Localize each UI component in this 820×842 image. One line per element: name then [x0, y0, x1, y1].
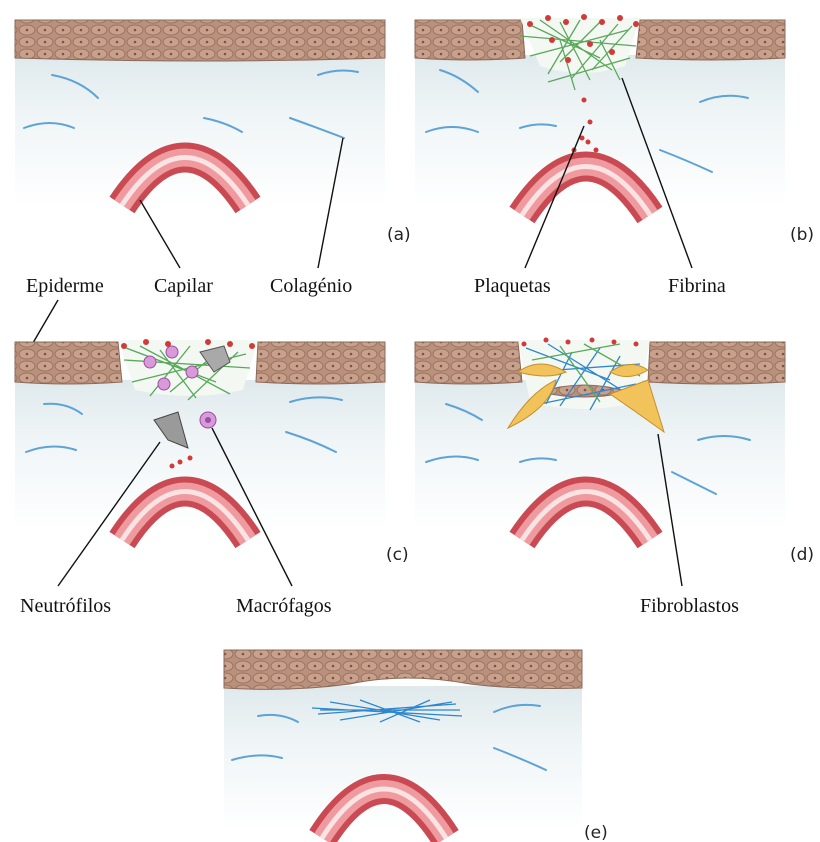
panel-label-d: (d): [790, 545, 814, 565]
epidermis: [648, 342, 785, 384]
epidermis: [256, 342, 385, 384]
label-macrofagos: Macrófagos: [236, 595, 332, 617]
label-capilar: Capilar: [154, 275, 213, 297]
panel-c: (c): [15, 339, 409, 586]
epidermis: [15, 20, 385, 61]
label-fibrina: Fibrina: [668, 275, 726, 297]
label-epiderme: Epiderme: [26, 275, 104, 297]
panel-label-e: (e): [584, 823, 608, 842]
panel-e: (e): [224, 650, 608, 842]
epidermis: [636, 20, 785, 60]
panel-label-c: (c): [386, 545, 409, 565]
epidermis: [15, 342, 122, 384]
epidermis: [415, 20, 525, 60]
dermis: [15, 55, 385, 205]
label-plaquetas: Plaquetas: [474, 275, 551, 297]
panel-b: (b): [415, 14, 814, 268]
panel-label-a: (a): [387, 225, 411, 245]
epidermis: [415, 342, 522, 384]
panel-a: (a): [15, 20, 411, 268]
panel-label-b: (b): [790, 225, 814, 245]
leader-line-epiderme: [30, 300, 58, 348]
epidermis: [224, 650, 582, 689]
label-fibroblastos: Fibroblastos: [640, 595, 739, 617]
leader-line-capilar: [140, 200, 180, 268]
label-neutrofilos: Neutrófilos: [20, 595, 111, 617]
label-colagenio: Colagénio: [270, 275, 352, 297]
panel-d: (d): [415, 338, 814, 587]
